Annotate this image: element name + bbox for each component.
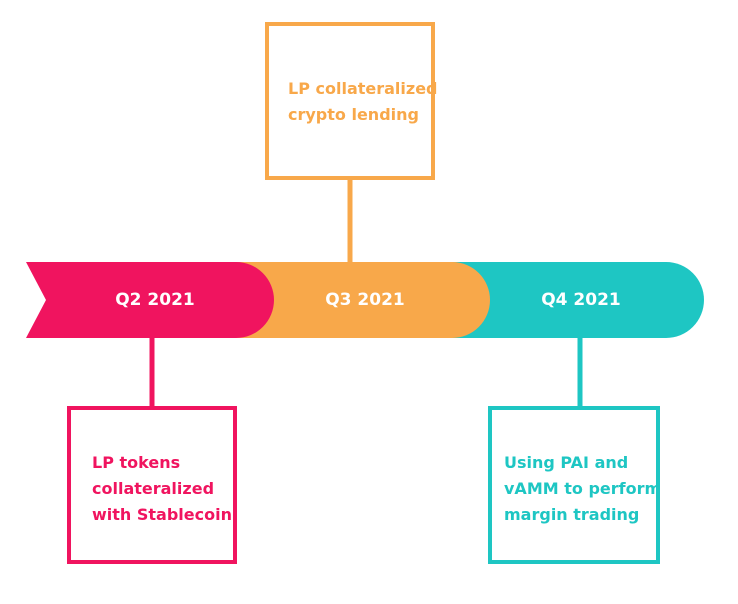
q3-milestone-text: LP collateralized crypto lending (288, 76, 438, 128)
q2-segment (26, 262, 274, 338)
q3-segment (230, 262, 490, 338)
q4-milestone-box (488, 406, 660, 564)
q4-label: Q4 2021 (541, 290, 621, 310)
q2-line-3: with Stablecoin (92, 505, 232, 524)
q2-milestone-box (67, 406, 237, 564)
q3-line-2: crypto lending (288, 105, 419, 124)
q4-milestone-text: Using PAI and vAMM to perform margin tra… (504, 450, 661, 528)
q3-milestone-box (265, 22, 435, 180)
q4-line-1: Using PAI and (504, 453, 629, 472)
q4-line-2: vAMM to perform (504, 479, 662, 498)
q4-line-3: margin trading (504, 505, 640, 524)
q2-line-2: collateralized (92, 479, 215, 498)
q2-milestone-text: LP tokens collateralized with Stablecoin (92, 450, 232, 528)
q2-line-1: LP tokens (92, 453, 181, 472)
q3-line-1: LP collateralized (288, 79, 438, 98)
q4-segment (450, 262, 704, 338)
q2-label: Q2 2021 (115, 290, 195, 310)
q3-label: Q3 2021 (325, 290, 405, 310)
